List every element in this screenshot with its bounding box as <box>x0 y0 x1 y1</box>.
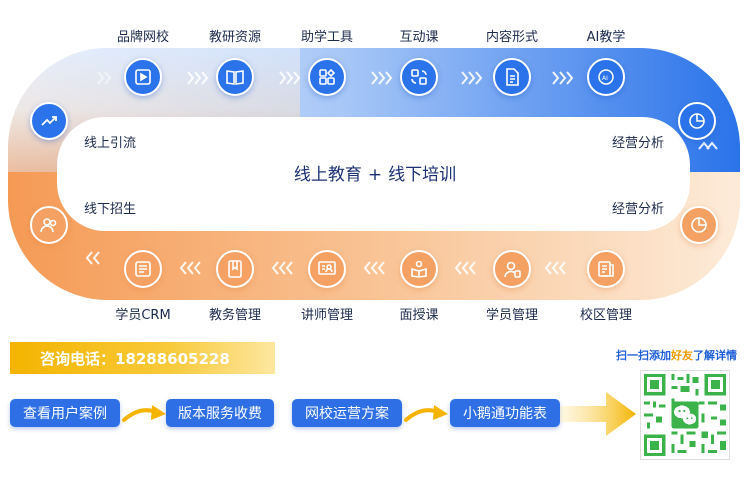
student-icon <box>493 250 531 288</box>
qr-caption-highlight: 好友 <box>671 349 693 362</box>
qr-caption-part2: 了解详情 <box>693 349 737 362</box>
bottom-label-lecturer-management: 讲师管理 <box>300 308 353 323</box>
feature-list-button[interactable]: 小鹅通功能表 <box>450 399 560 427</box>
bottom-label-student-crm: 学员CRM <box>115 308 171 323</box>
qr-caption-part1: 扫一扫添加 <box>616 349 671 362</box>
trend-up-icon <box>30 102 68 140</box>
notebook-icon <box>216 250 254 288</box>
center-title-plus: + <box>367 165 383 185</box>
interactive-icon <box>400 58 438 96</box>
campus-doc-icon <box>587 250 625 288</box>
pie-chart-icon <box>678 102 716 140</box>
top-label-interactive-class: 互动课 <box>399 30 439 45</box>
users-icon <box>30 206 68 244</box>
qr-pattern-icon <box>641 371 729 459</box>
teacher-board-icon <box>308 250 346 288</box>
version-pricing-button[interactable]: 版本服务收费 <box>166 399 274 427</box>
top-label-content-format: 内容形式 <box>485 30 538 45</box>
side-label-offline-recruit: 线下招生 <box>84 202 137 217</box>
side-label-analysis-bottom: 经营分析 <box>612 202 665 217</box>
center-title: 线上教育+线下培训 <box>230 160 520 185</box>
list-card-icon <box>124 250 162 288</box>
view-user-cases-button[interactable]: 查看用户案例 <box>10 399 120 427</box>
bottom-label-face-to-face: 面授课 <box>399 308 439 323</box>
top-label-ai-teaching: AI教学 <box>586 30 626 45</box>
play-board-icon <box>124 58 162 96</box>
top-label-teaching-resources: 教研资源 <box>208 30 261 45</box>
school-operation-plan-button[interactable]: 网校运营方案 <box>292 399 402 427</box>
contact-phone-text: 咨询电话：18288605228 <box>40 349 230 368</box>
book-open-icon <box>216 58 254 96</box>
top-label-brand-school: 品牌网校 <box>116 30 169 45</box>
qr-caption: 扫一扫添加好友了解详情 <box>616 347 737 363</box>
document-icon <box>493 58 531 96</box>
contact-phone-banner: 咨询电话：18288605228 <box>10 342 275 374</box>
bottom-label-student-management: 学员管理 <box>485 308 538 323</box>
side-label-analysis-top: 经营分析 <box>612 136 665 151</box>
center-title-online: 线上教育 <box>293 165 362 185</box>
side-label-online-traffic: 线上引流 <box>84 136 137 151</box>
flow-arrow-icon <box>122 405 166 422</box>
ai-head-icon: AI <box>587 58 625 96</box>
center-title-offline: 线下培训 <box>388 165 457 185</box>
bottom-label-academic-affairs: 教务管理 <box>208 308 261 323</box>
bottom-label-campus-management: 校区管理 <box>579 308 632 323</box>
wechat-qr-code <box>640 370 730 460</box>
big-arrow-icon <box>560 392 636 436</box>
grid-tools-icon <box>308 58 346 96</box>
top-label-learning-tools: 助学工具 <box>300 30 353 45</box>
reading-person-icon <box>400 250 438 288</box>
svg-text:AI: AI <box>602 75 608 82</box>
flow-arrow-icon <box>404 405 448 422</box>
pie-chart-icon <box>680 206 718 244</box>
